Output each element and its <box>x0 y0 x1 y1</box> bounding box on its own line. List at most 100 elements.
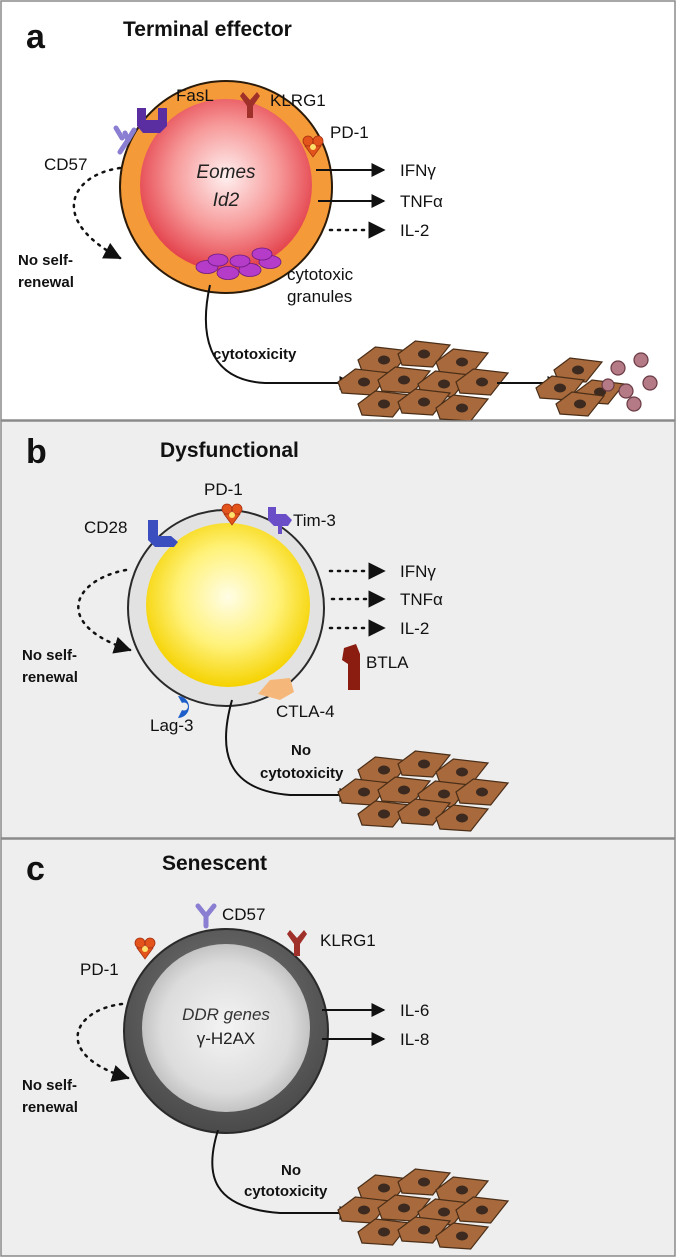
tumor-nucleus <box>594 387 606 397</box>
cd57-label: CD57 <box>44 155 87 174</box>
tnfa-label: TNFα <box>400 192 443 211</box>
tumor-nucleus <box>378 809 390 819</box>
ifng-label-b: IFNγ <box>400 562 436 581</box>
no-cytotoxicity-b-line1: No <box>291 742 311 759</box>
apoptotic-body <box>601 378 615 392</box>
cytotoxicity-label: cytotoxicity <box>213 346 297 363</box>
tumor-nucleus <box>418 1177 430 1187</box>
cytotoxicity-arrow <box>204 284 354 390</box>
il6-label: IL-6 <box>400 1001 429 1020</box>
tumor-cluster <box>337 340 510 422</box>
tumor-nucleus <box>398 375 410 385</box>
pd1-label: PD-1 <box>330 123 369 142</box>
self-renewal-label-line1: No self- <box>18 252 73 269</box>
tumor-nucleus <box>378 1183 390 1193</box>
panel-a-frame <box>0 0 676 421</box>
cytotoxic-granules <box>195 247 282 280</box>
granule <box>251 247 273 261</box>
cd28-label: CD28 <box>84 518 127 537</box>
tumor-nucleus <box>438 379 450 389</box>
apoptotic-body <box>610 360 626 376</box>
pd1-label-b: PD-1 <box>204 480 243 499</box>
no-cytotoxicity-b-line2: cytotoxicity <box>260 765 344 782</box>
tnfa-label-b: TNFα <box>400 590 443 609</box>
tumor-nucleus <box>418 759 430 769</box>
ctla4-icon <box>258 678 294 700</box>
tumor-cluster-c <box>337 1168 510 1250</box>
tumor-cluster-b <box>337 750 510 832</box>
self-renewal-label-line2: renewal <box>18 274 74 291</box>
self-renewal-arrow-b <box>77 568 132 654</box>
cd57-label-c: CD57 <box>222 905 265 924</box>
granule <box>216 266 240 280</box>
panel-c-letter: c <box>26 850 45 888</box>
ctla4-label: CTLA-4 <box>276 702 335 721</box>
fasl-icon <box>137 108 167 133</box>
tumor-nucleus <box>476 1205 488 1215</box>
tumor-nucleus <box>438 789 450 799</box>
tumor-nucleus <box>378 1227 390 1237</box>
self-renewal-arrow <box>72 166 122 260</box>
tumor-nucleus <box>418 807 430 817</box>
tumor-nucleus <box>456 1231 468 1241</box>
panel-c-title: Senescent <box>162 852 267 875</box>
no-cytotoxicity-c-line1: No <box>281 1162 301 1179</box>
self-renewal-b-line2: renewal <box>22 669 78 686</box>
tumor-nucleus <box>358 377 370 387</box>
self-renewal-arrow-c <box>76 1002 130 1082</box>
btla-label: BTLA <box>366 653 409 672</box>
il2-label: IL-2 <box>400 221 429 240</box>
gene-eomes: Eomes <box>196 162 256 183</box>
lag3-label: Lag-3 <box>150 716 193 735</box>
lag3-icon <box>178 696 189 718</box>
cd57-icon-c <box>195 903 217 929</box>
tumor-nucleus <box>418 1225 430 1235</box>
self-renewal-c-line1: No self- <box>22 1077 77 1094</box>
tim3-label: Tim-3 <box>293 511 336 530</box>
pd1-icon <box>302 135 324 158</box>
panel-a-letter: a <box>26 18 46 56</box>
tumor-nucleus <box>456 813 468 823</box>
tumor-nucleus <box>476 787 488 797</box>
tumor-nucleus <box>378 399 390 409</box>
panel-b-title: Dysfunctional <box>160 439 299 462</box>
effector-cell-nucleus <box>140 99 312 271</box>
klrg1-label: KLRG1 <box>270 91 326 110</box>
tumor-nucleus <box>476 377 488 387</box>
panel-b-frame <box>0 420 676 839</box>
apoptotic-body <box>633 352 649 368</box>
panel-c: c Senescent DDR genes γ-H2AX CD57 KLRG1 … <box>0 838 676 1257</box>
granule <box>207 253 229 267</box>
tumor-nucleus <box>574 399 586 409</box>
tumor-nucleus <box>438 1207 450 1217</box>
apoptotic-body <box>642 375 658 391</box>
tumor-nucleus <box>456 403 468 413</box>
granule <box>229 254 251 268</box>
gene-ddr: DDR genes <box>182 1005 270 1024</box>
pd1-icon-b <box>221 503 243 526</box>
il8-label: IL-8 <box>400 1030 429 1049</box>
dysfunctional-cell-nucleus <box>146 523 310 687</box>
pd1-icon-c <box>134 937 156 960</box>
panel-a: a Terminal effector Eomes Id2 CD57 FasL <box>0 0 676 422</box>
tumor-nucleus <box>358 1205 370 1215</box>
cytotoxicity-arrow-b <box>225 699 354 802</box>
self-renewal-c-line2: renewal <box>22 1099 78 1116</box>
self-renewal-b-line1: No self- <box>22 647 77 664</box>
tumor-nucleus <box>456 357 468 367</box>
pd1-label-c: PD-1 <box>80 960 119 979</box>
cd57-icon <box>113 125 137 155</box>
tumor-nucleus <box>418 349 430 359</box>
tumor-nucleus <box>554 383 566 393</box>
tumor-nucleus <box>398 1203 410 1213</box>
gene-h2ax: γ-H2AX <box>197 1029 256 1048</box>
tumor-nucleus <box>418 397 430 407</box>
cd28-icon <box>148 520 178 547</box>
tumor-nucleus <box>572 365 584 375</box>
granules-label-line2: granules <box>287 287 352 306</box>
il2-label-b: IL-2 <box>400 619 429 638</box>
tumor-nucleus <box>456 767 468 777</box>
no-cytotoxicity-c-line2: cytotoxicity <box>244 1183 328 1200</box>
tumor-nucleus <box>358 787 370 797</box>
